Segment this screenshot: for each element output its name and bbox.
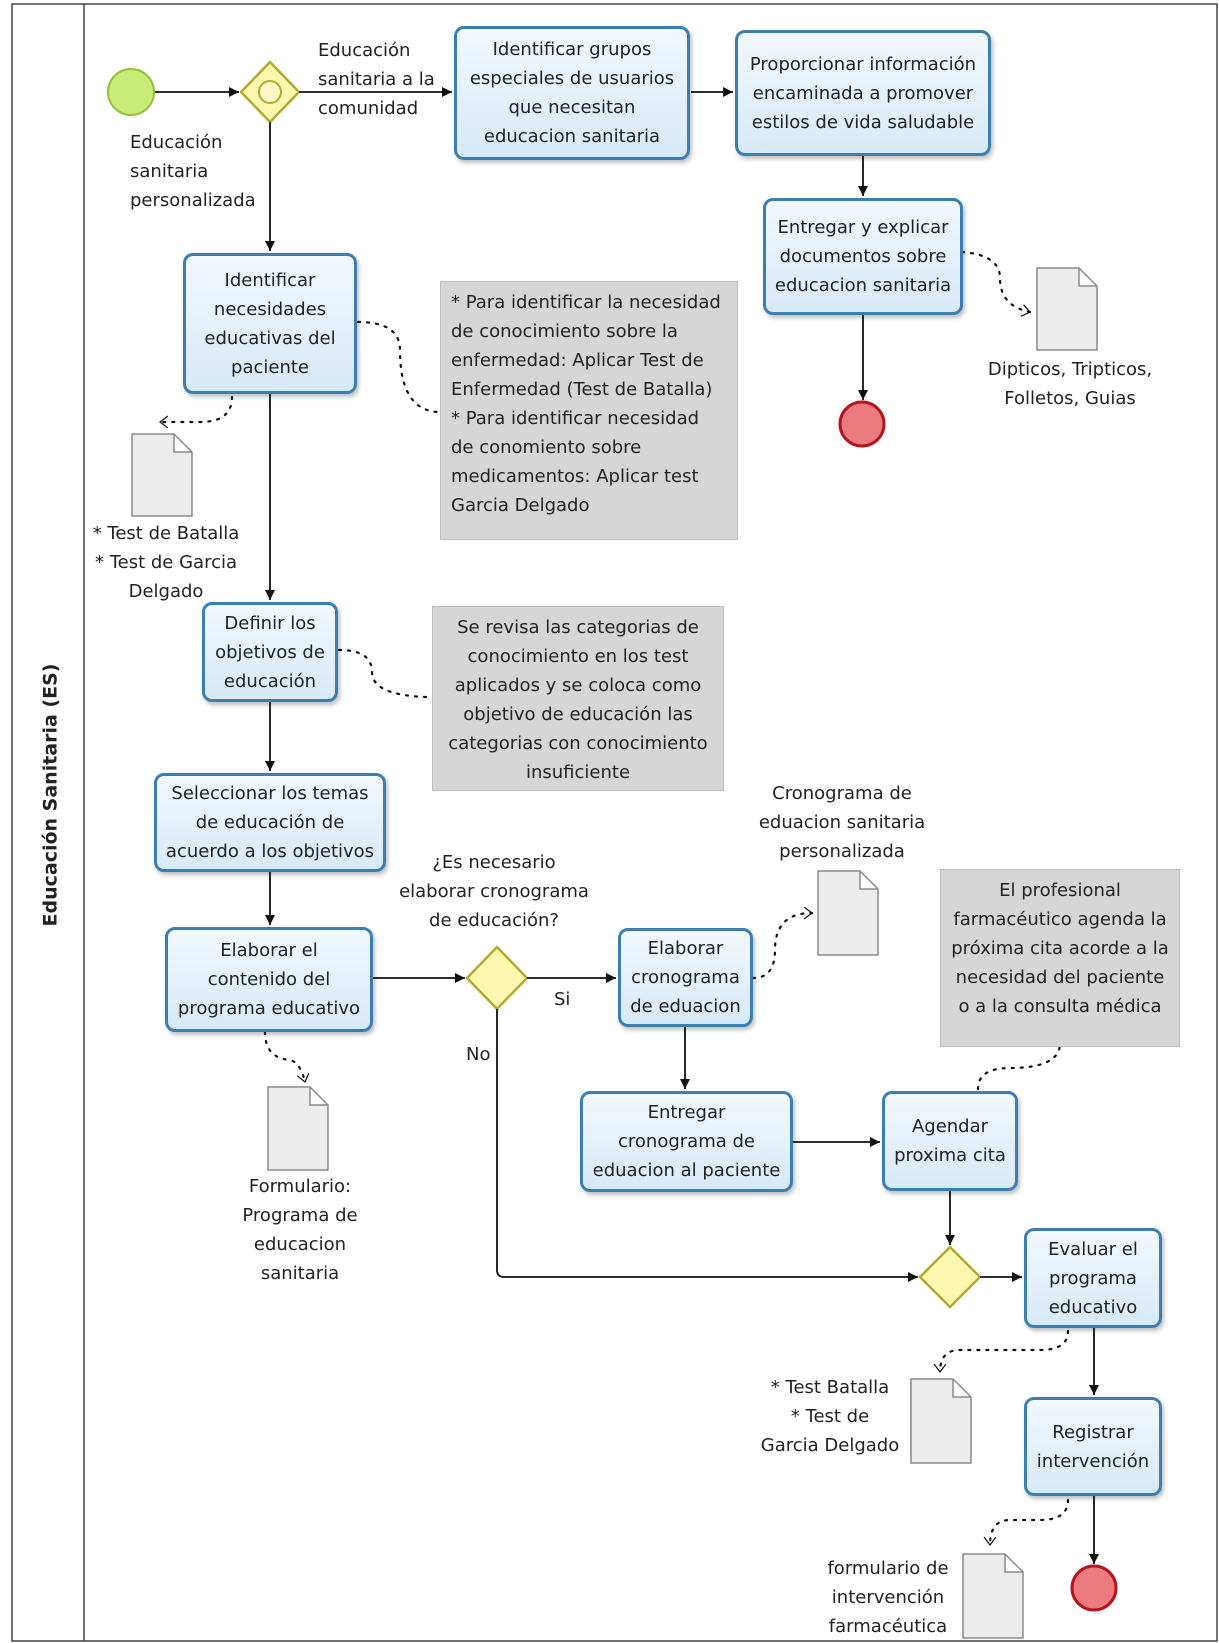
start-event-label: Educación sanitaria personalizada — [130, 132, 256, 211]
task-evaluate-program[interactable]: Evaluar el programa educativo — [1024, 1228, 1162, 1328]
assoc-objectives-note — [337, 648, 428, 699]
task-identify-groups[interactable]: Identificar grupos especiales de usuario… — [454, 26, 690, 160]
document-brochures-icon — [1036, 267, 1098, 351]
start-event[interactable] — [107, 68, 155, 116]
document-form-intervention-label: formulario de intervención farmacéutica — [827, 1558, 949, 1637]
end-event-community[interactable] — [838, 400, 886, 448]
end-event-final[interactable] — [1070, 1564, 1118, 1612]
gateway-community-marker — [258, 80, 282, 104]
gateway-schedule-question: ¿Es necesario elaborar cronograma de edu… — [399, 852, 589, 931]
document-tests1-label: * Test de Batalla * Test de Garcia Delga… — [92, 523, 240, 602]
flow-gateway-no — [496, 1009, 918, 1282]
document-schedule-icon — [817, 870, 879, 956]
assoc-evaluate-tests — [940, 1329, 1070, 1374]
task-select-topics[interactable]: Seleccionar los temas de educación de ac… — [154, 773, 386, 872]
assoc-needs-tests — [158, 395, 234, 422]
document-tests1-icon — [131, 433, 193, 517]
document-form-intervention-icon — [962, 1553, 1024, 1639]
task-deliver-schedule[interactable]: Entregar cronograma de eduacion al pacie… — [580, 1091, 793, 1192]
task-deliver-documents[interactable]: Entregar y explicar documentos sobre edu… — [763, 198, 963, 315]
note-needs-tests: * Para identificar la necesidad de conoc… — [440, 281, 738, 540]
document-tests2-label: * Test Batalla * Test de Garcia Delgado — [760, 1377, 900, 1456]
gateway-schedule-decision[interactable] — [465, 945, 529, 1011]
task-elaborate-schedule[interactable]: Elaborar cronograma de eduacion — [618, 928, 753, 1027]
task-elaborate-content[interactable]: Elaborar el contenido del programa educa… — [165, 927, 373, 1032]
lane-title: Educación Sanitaria (ES) — [39, 663, 61, 927]
note-appointment: El profesional farmacéutico agenda la pr… — [940, 869, 1180, 1047]
pool-frame — [11, 3, 1218, 1642]
assoc-schedule-doc — [751, 913, 814, 980]
task-define-objectives[interactable]: Definir los objetivos de educación — [202, 602, 338, 702]
task-register-intervention[interactable]: Registrar intervención — [1024, 1397, 1162, 1496]
document-form-program-icon — [267, 1086, 329, 1171]
document-schedule-label: Cronograma de eduacion sanitaria persona… — [758, 783, 926, 862]
gateway-merge[interactable] — [918, 1245, 982, 1309]
task-schedule-appointment[interactable]: Agendar proxima cita — [882, 1091, 1018, 1191]
assoc-needs-note — [356, 320, 440, 414]
gateway-yes-label: Si — [554, 989, 571, 1010]
note-objectives: Se revisa las categorias de conocimiento… — [432, 606, 724, 791]
assoc-appointment-note — [976, 1043, 1062, 1091]
task-provide-info[interactable]: Proporcionar información encaminada a pr… — [735, 30, 991, 156]
assoc-deliver-brochures — [960, 250, 1032, 312]
document-brochures-label: Dipticos, Tripticos, Folletos, Guias — [987, 359, 1153, 409]
document-form-program-label: Formulario: Programa de educacion sanita… — [242, 1176, 358, 1284]
document-tests2-icon — [910, 1378, 972, 1464]
assoc-content-form — [263, 1030, 305, 1084]
task-identify-needs[interactable]: Identificar necesidades educativas del p… — [183, 253, 357, 394]
assoc-register-form — [990, 1498, 1070, 1547]
gateway-no-label: No — [466, 1044, 491, 1065]
gateway-community-label: Educación sanitaria a la comunidad — [318, 40, 435, 119]
